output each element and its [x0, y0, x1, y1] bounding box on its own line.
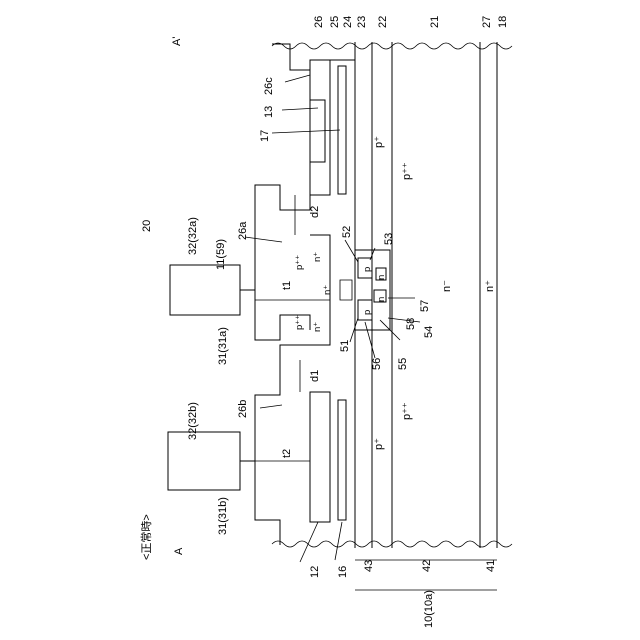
ref-21: 21 [429, 16, 441, 28]
ref-26b: 26b [237, 400, 249, 418]
dim-t2: t2 [281, 449, 293, 458]
ref-57: 57 [419, 300, 431, 312]
ref-26: 26 [313, 16, 325, 28]
region-n-plus-a: n⁺ [312, 252, 323, 262]
ref-11: 11(59) [215, 239, 227, 270]
ref-58: 58 [405, 318, 417, 330]
ref-24: 24 [342, 16, 354, 28]
region-n-a: n [376, 275, 387, 280]
ref-55: 55 [397, 358, 409, 370]
dim-d2: d2 [309, 206, 321, 218]
ref-52: 52 [341, 226, 353, 238]
region-p-pp-upper: p⁺⁺ [401, 162, 413, 180]
region-n-plus-mid: n⁺ [322, 285, 333, 295]
gate-electrode-12 [310, 392, 330, 522]
ref-25: 25 [329, 16, 341, 28]
ref-17: 17 [259, 130, 271, 142]
region-n-b: n [376, 297, 387, 302]
section-end-label: A' [171, 37, 183, 46]
ref-13: 13 [263, 106, 275, 118]
ref-32b: 32(32b) [187, 402, 199, 440]
ref-10: 10(10a) [423, 590, 435, 628]
leader-lines [245, 75, 420, 562]
ref-26c: 26c [263, 77, 275, 95]
dim-t1: t1 [281, 281, 293, 290]
region-p-pp-lower: p⁺⁺ [401, 402, 413, 420]
ref-56: 56 [371, 358, 383, 370]
layer-boundaries [272, 42, 512, 548]
ref-31a: 31(31a) [217, 327, 229, 365]
region-n-minus: n⁻ [441, 280, 453, 292]
pad-32b [168, 432, 240, 490]
ref-53: 53 [383, 233, 395, 245]
ref-20: 20 [141, 220, 153, 232]
region-p-a: p [362, 267, 373, 272]
region-p-b: p [362, 310, 373, 315]
ref-43: 43 [363, 560, 375, 572]
ref-54: 54 [423, 326, 435, 338]
ref-16: 16 [337, 566, 349, 578]
ref-27: 27 [481, 16, 493, 28]
region-p-plus-lower: p⁺ [373, 438, 385, 450]
ref-51: 51 [339, 340, 351, 352]
ref-42: 42 [421, 560, 433, 572]
gate-structures [168, 44, 390, 545]
ref-23: 23 [356, 16, 368, 28]
gate-poly-16 [338, 400, 346, 520]
ref-18: 18 [497, 16, 509, 28]
section-start-label: A [173, 547, 185, 555]
caption-label: <正常時> [140, 514, 153, 560]
pad-32a [170, 265, 240, 315]
region-p-pp-cell-b: p⁺⁺ [294, 315, 305, 330]
dim-d1: d1 [309, 370, 321, 382]
region-p-pp-cell-a: p⁺⁺ [294, 255, 305, 270]
ref-26a: 26a [237, 221, 249, 240]
region-p-plus-upper: p⁺ [373, 136, 385, 148]
region-n-plus-b: n⁺ [312, 322, 323, 332]
ref-41: 41 [485, 560, 497, 572]
ref-32a: 32(32a) [187, 217, 199, 255]
ref-31b: 31(31b) [217, 497, 229, 535]
gate-electrode-13 [310, 60, 330, 195]
ref-12: 12 [309, 566, 321, 578]
region-n-plus-drift: n⁺ [484, 280, 496, 292]
ref-22: 22 [377, 16, 389, 28]
